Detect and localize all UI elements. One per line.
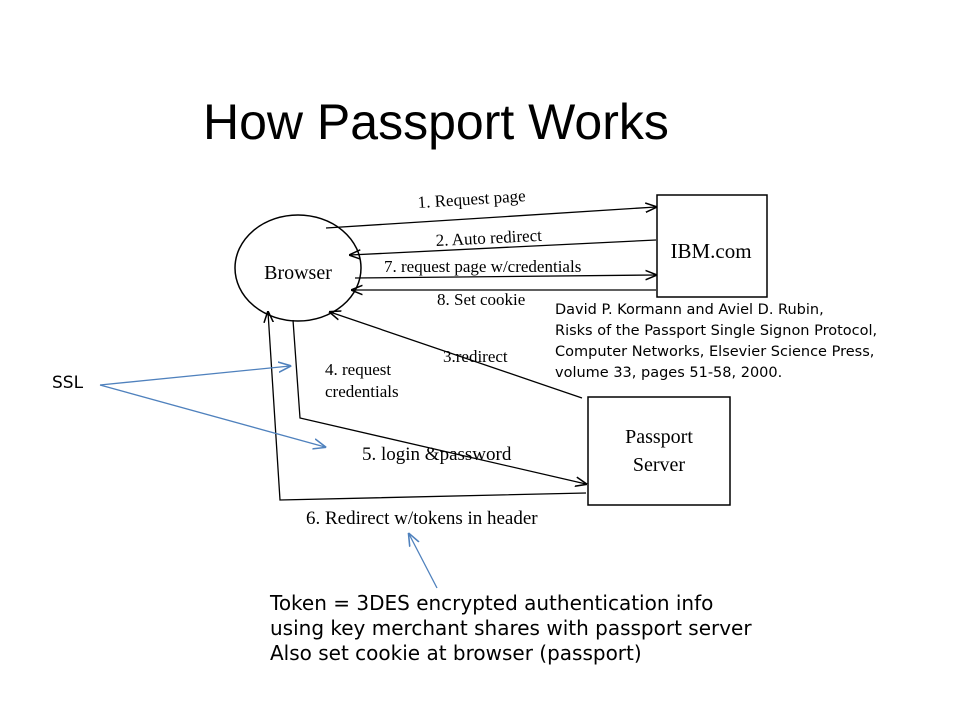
slide-title: How Passport Works	[203, 94, 669, 150]
step-8-label: 8. Set cookie	[437, 290, 525, 309]
token-arrow	[409, 534, 438, 589]
token-note-line: Also set cookie at browser (passport)	[270, 641, 642, 665]
passport-server-node	[587, 396, 731, 506]
arrow-request-with-credentials	[354, 275, 656, 278]
arrow-auto-redirect	[350, 239, 657, 255]
arrow-redirect-to-browser	[330, 312, 583, 399]
citation-text: David P. Kormann and Aviel D. Rubin, Ris…	[555, 300, 877, 384]
browser-label: Browser	[264, 262, 332, 284]
step-1-label: 1. Request page	[417, 186, 526, 212]
ssl-arrow-lower	[99, 384, 325, 447]
citation-line: volume 33, pages 51-58, 2000.	[555, 365, 783, 381]
step-4-label-line2: credentials	[325, 382, 399, 401]
ssl-arrow-upper	[99, 366, 290, 386]
token-note: Token = 3DES encrypted authentication in…	[270, 591, 752, 666]
citation-line: Computer Networks, Elsevier Science Pres…	[555, 344, 875, 360]
step-5-label: 5. login &password	[362, 444, 512, 465]
step-4-label-line1: 4. request	[325, 360, 391, 379]
arrow-request-credentials	[292, 319, 586, 484]
arrow-redirect-with-tokens	[268, 312, 587, 501]
step-7-label: 7. request page w/credentials	[384, 257, 581, 276]
ibm-label: IBM.com	[670, 239, 751, 263]
token-note-line: Token = 3DES encrypted authentication in…	[270, 591, 714, 615]
ssl-label: SSL	[52, 373, 84, 393]
browser-node	[234, 214, 362, 322]
arrow-request-page	[325, 207, 656, 229]
passport-label-line1: Passport	[625, 426, 693, 448]
token-note-line: using key merchant shares with passport …	[270, 616, 752, 640]
passport-label-line2: Server	[633, 454, 686, 476]
citation-line: Risks of the Passport Single Signon Prot…	[555, 323, 878, 339]
step-3-label: 3.redirect	[443, 347, 508, 366]
step-6-label: 6. Redirect w/tokens in header	[306, 508, 538, 529]
citation-line: David P. Kormann and Aviel D. Rubin,	[555, 302, 824, 318]
ibm-node	[656, 194, 768, 298]
